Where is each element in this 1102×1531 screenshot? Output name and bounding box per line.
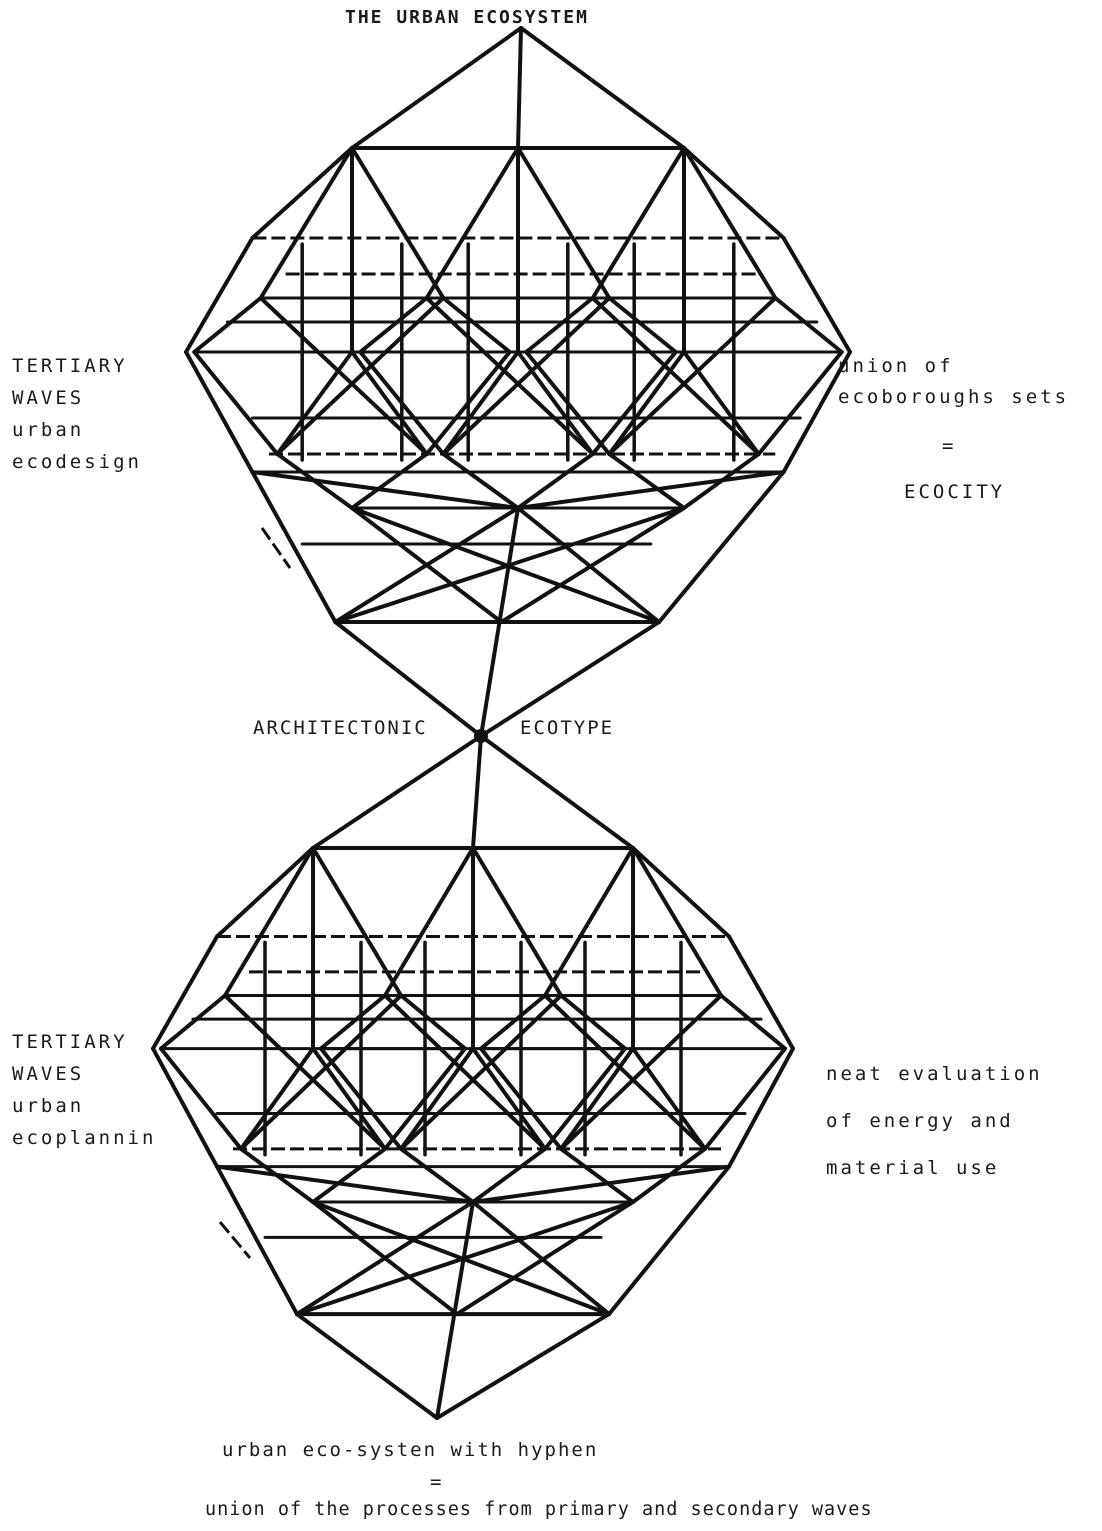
lattice-edge <box>194 298 260 352</box>
lattice-edge <box>335 508 684 622</box>
bottom-left-label-1: TERTIARY <box>12 1026 128 1058</box>
lattice-edge <box>401 1049 473 1149</box>
lattice-edge <box>277 352 352 454</box>
lattice-edge <box>217 1167 297 1315</box>
lattice-edge <box>473 736 481 848</box>
top-left-label-3: urban <box>12 414 84 446</box>
lattice-edge <box>633 1049 705 1149</box>
bottom-left-label-4: ecoplannin <box>12 1122 156 1154</box>
top-right-label-ecocity: ECOCITY <box>904 476 1005 508</box>
lattice-edge <box>252 472 335 622</box>
lattice-edge <box>437 1314 609 1418</box>
lattice-edge <box>729 937 793 1049</box>
lattice-edge <box>481 736 633 848</box>
lattice-edge <box>186 238 252 352</box>
top-right-label-2: ecoboroughs sets <box>838 381 1069 413</box>
bottom-left-label-2: WAVES <box>12 1058 84 1090</box>
lattice-edge <box>457 1202 633 1314</box>
junction-label-right: ECOTYPE <box>520 712 614 744</box>
lattice-edge <box>252 148 352 238</box>
lattice-edge <box>521 28 684 148</box>
lattice-edge <box>443 352 518 454</box>
lattice-edge <box>313 736 481 848</box>
lattice-edge <box>297 1202 473 1314</box>
lattice-edge <box>775 298 841 352</box>
lattice-edge <box>684 148 784 238</box>
diagram-title: THE URBAN ECOSYSTEM <box>345 2 589 34</box>
lattice-edge <box>609 352 684 454</box>
broken-edge <box>220 1222 250 1258</box>
lattice-edge <box>153 937 217 1049</box>
lattice-edge <box>784 238 850 352</box>
lattice-edge <box>161 996 225 1049</box>
lattice-edge <box>609 1167 729 1315</box>
lattice-edge <box>501 508 684 622</box>
lattice-edge <box>684 352 759 454</box>
lattice-edge <box>518 28 521 148</box>
junction-node <box>474 729 488 743</box>
lattice-edge <box>518 352 593 454</box>
lattice-edge <box>633 848 729 937</box>
top-left-label-1: TERTIARY <box>12 350 128 382</box>
top-right-label-1: union of <box>838 350 954 382</box>
bottom-left-label-3: urban <box>12 1090 84 1122</box>
footer-line-1: urban eco-systen with hyphen <box>222 1434 598 1466</box>
footer-line-2: union of the processes from primary and … <box>205 1494 873 1526</box>
bottom-right-label-1: neat evaluation <box>826 1058 1043 1090</box>
lower-ecoplanning-polyhedron <box>153 736 793 1418</box>
lattice-edge <box>297 1314 437 1418</box>
upper-ecocity-polyhedron <box>186 28 850 736</box>
lattice-edge <box>473 1049 545 1149</box>
junction-label-left: ARCHITECTONIC <box>253 712 428 744</box>
lattice-edge <box>217 848 313 937</box>
lattice-edge <box>352 28 521 148</box>
lattice-edge <box>721 996 785 1049</box>
top-left-label-2: WAVES <box>12 382 84 414</box>
lattice-edge <box>313 1149 385 1202</box>
bottom-right-label-2: of energy and <box>826 1105 1014 1137</box>
lattice-edge <box>335 508 518 622</box>
lattice-edge <box>241 1049 313 1149</box>
lattice-edge <box>437 1202 473 1418</box>
lattice-edge <box>561 1049 633 1149</box>
lattice-edge <box>352 352 427 454</box>
lattice-edge <box>561 1149 633 1202</box>
top-left-label-4: ecodesign <box>12 446 142 478</box>
lattice-edge <box>313 1049 385 1149</box>
top-right-equals: = <box>942 430 956 462</box>
lattice-edge <box>352 454 427 508</box>
bottom-right-label-3: material use <box>826 1152 999 1184</box>
lattice-edge <box>297 1202 633 1314</box>
lattice-edge <box>609 454 684 508</box>
lattice-edge <box>659 472 784 622</box>
